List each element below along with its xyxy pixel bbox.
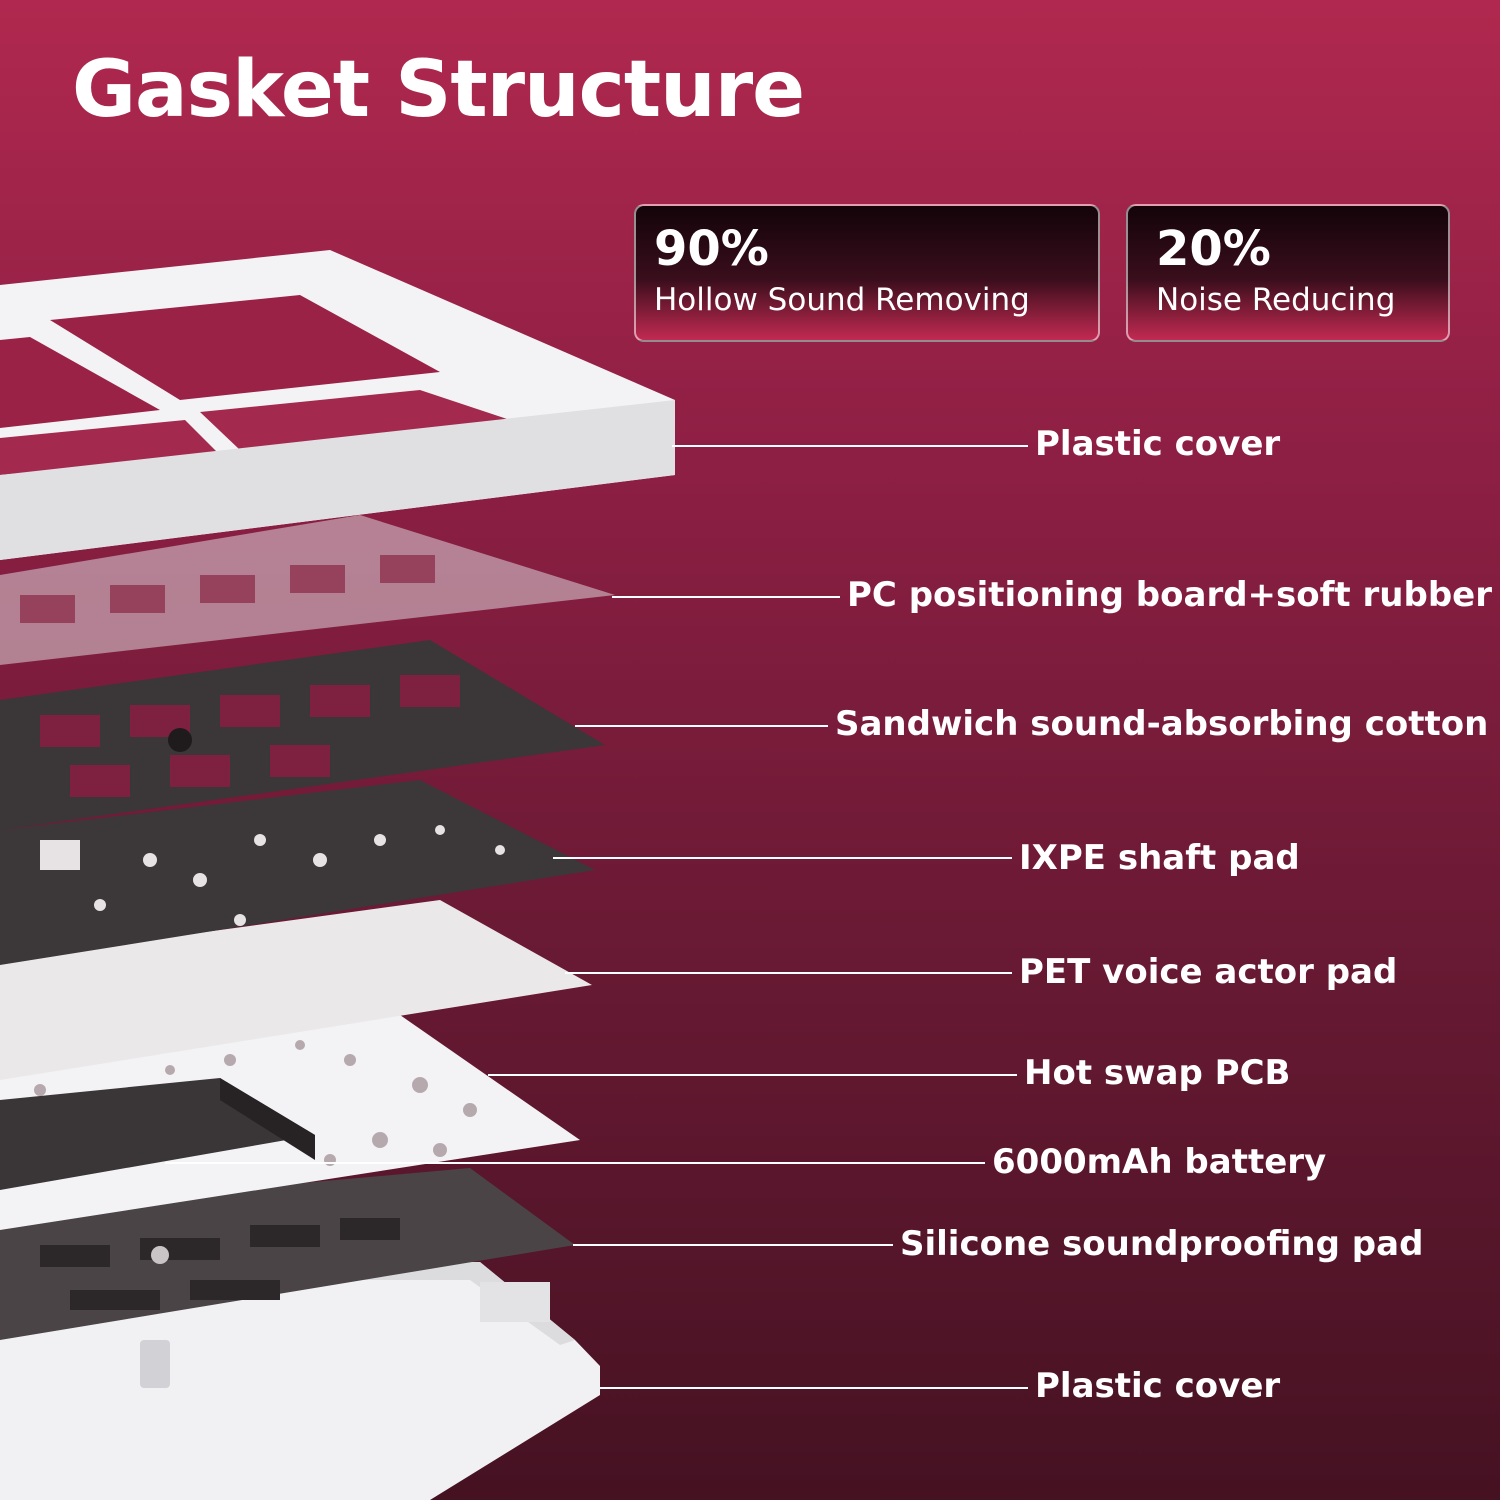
label-plastic-cover-top: Plastic cover	[1035, 424, 1281, 464]
leader-lines	[165, 445, 1028, 1389]
silicone-pad-layer	[0, 1168, 575, 1340]
stat-value: 20%	[1156, 221, 1271, 277]
label-sandwich-cotton: Sandwich sound-absorbing cotton	[835, 704, 1489, 744]
top-plastic-cover	[0, 250, 675, 560]
stat-value: 90%	[654, 221, 769, 277]
label-ixpe-shaft-pad: IXPE shaft pad	[1019, 838, 1300, 878]
label-battery: 6000mAh battery	[992, 1142, 1327, 1182]
battery-layer	[0, 1078, 315, 1190]
label-pet-voice-actor-pad: PET voice actor pad	[1019, 952, 1398, 992]
stat-card-noise-reducing: 20% Noise Reducing	[1126, 204, 1450, 342]
label-silicone-pad: Silicone soundproofing pad	[900, 1224, 1424, 1264]
label-plastic-cover-bottom: Plastic cover	[1035, 1366, 1281, 1406]
sandwich-cotton-layer	[0, 640, 605, 830]
label-hot-swap-pcb: Hot swap PCB	[1024, 1053, 1291, 1093]
page-title: Gasket Structure	[72, 45, 805, 135]
label-pc-positioning-board: PC positioning board+soft rubber	[847, 575, 1492, 615]
pc-positioning-board-layer	[0, 515, 615, 665]
stat-card-hollow-sound: 90% Hollow Sound Removing	[634, 204, 1100, 342]
stat-label: Noise Reducing	[1156, 282, 1396, 318]
stat-label: Hollow Sound Removing	[654, 282, 1030, 318]
ixpe-pad-layer	[0, 780, 595, 965]
pet-pad-layer	[0, 900, 592, 1080]
